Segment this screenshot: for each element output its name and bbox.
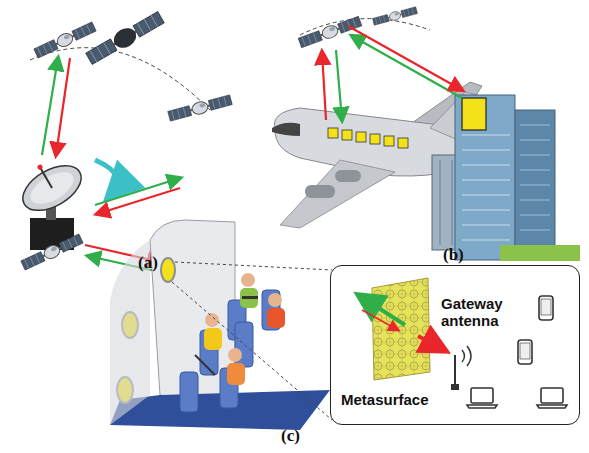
metasurface-label: Metasurface	[341, 392, 429, 409]
panel-label: (a)	[138, 253, 158, 273]
panel-label: (b)	[443, 245, 464, 265]
inset-panel: Metasurface Gateway antenna	[330, 265, 580, 425]
antenna-label: Gateway antenna	[441, 296, 513, 329]
panel-label: (c)	[281, 426, 300, 446]
